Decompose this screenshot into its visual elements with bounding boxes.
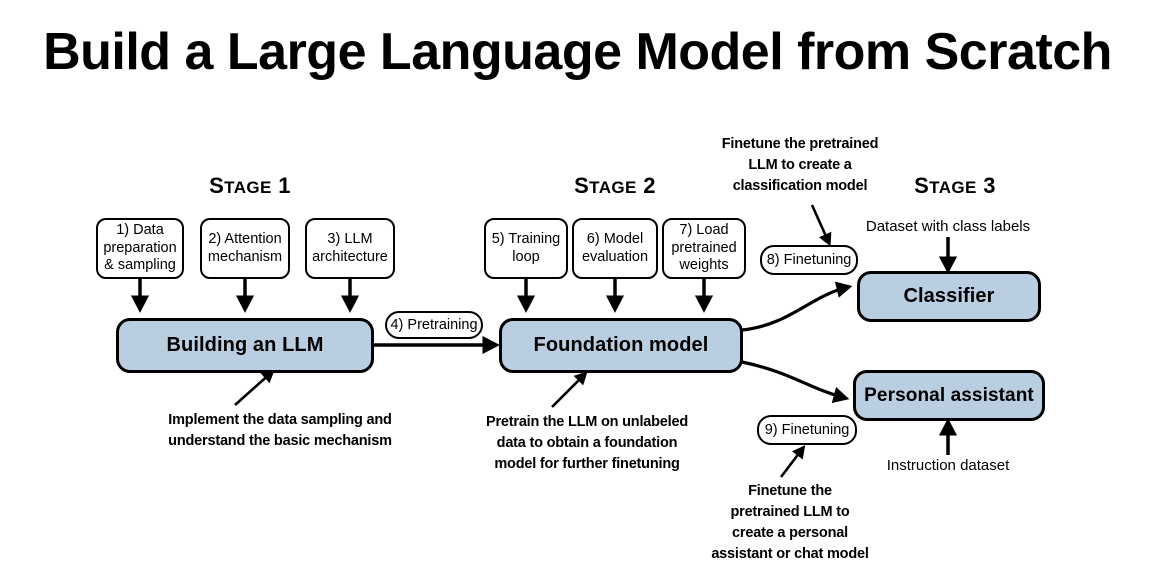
annotation-personal-assistant-line3: create a personal: [732, 525, 848, 542]
step-box-1-line1: 1) Data: [116, 222, 164, 239]
step-box-1-line3: & sampling: [104, 257, 176, 274]
stage-3-label: STAGE 3: [895, 173, 1015, 199]
annotation-classifier-line1: Finetune the pretrained: [721, 136, 879, 152]
blue-box-foundation-model-label: Foundation model: [533, 334, 709, 356]
annotation-classifier-line2: LLM to create a: [748, 157, 852, 174]
annotation-personal-assistant-line2: pretrained LLM to: [730, 504, 850, 521]
step-box-6-line2: evaluation: [581, 248, 649, 265]
stage-2-label-first: S: [574, 173, 590, 198]
arrow-annotation-to-finetuning-9: [779, 445, 806, 478]
stage-1-label-rest: TAGE: [224, 178, 272, 197]
blue-box-personal-assistant[interactable]: Personal assistant: [853, 370, 1045, 421]
step-box-1-text: 1) Data preparation & sampling: [103, 222, 176, 274]
step-box-3-line2: architecture: [312, 248, 388, 265]
step-box-7-text: 7) Load pretrained weights: [671, 222, 736, 274]
annotation-personal-assistant-line4: assistant or chat model: [711, 546, 869, 563]
step-box-7-load-pretrained-weights[interactable]: 7) Load pretrained weights: [662, 218, 746, 279]
step-box-2-text: 2) Attention mechanism: [208, 231, 282, 266]
arrow-annotation-to-foundation: [551, 371, 588, 408]
annotation-stage-2-line1: Pretrain the LLM on unlabeled: [485, 414, 689, 430]
step-box-6-line1: 6) Model: [586, 231, 644, 248]
annotation-stage-2: Pretrain the LLM on unlabeled data to ob…: [473, 412, 701, 475]
page-title: Build a Large Language Model from Scratc…: [43, 23, 1112, 81]
pill-8-finetuning-label: 8) Finetuning: [766, 252, 852, 268]
annotation-stage-1: Implement the data sampling and understa…: [155, 410, 405, 452]
blue-box-personal-assistant-label: Personal assistant: [864, 384, 1034, 406]
pill-4-pretraining[interactable]: 4) Pretraining: [385, 311, 483, 339]
step-box-1-line2: preparation: [103, 239, 177, 256]
caption-dataset-with-class-labels: Dataset with class labels: [865, 218, 1031, 235]
annotation-stage-2-line2: data to obtain a foundation: [496, 435, 678, 452]
step-box-2-attention-mechanism[interactable]: 2) Attention mechanism: [200, 218, 290, 279]
step-box-3-text: 3) LLM architecture: [312, 231, 388, 266]
arrow-foundation-to-assistant: [741, 360, 850, 404]
step-box-2-line2: mechanism: [207, 248, 283, 265]
arrow-annotation-to-finetuning-8: [810, 204, 832, 247]
step-box-5-training-loop[interactable]: 5) Training loop: [484, 218, 568, 279]
annotation-classifier: Finetune the pretrained LLM to create a …: [700, 134, 900, 197]
blue-box-foundation-model[interactable]: Foundation model: [499, 318, 743, 373]
step-box-2-line1: 2) Attention: [208, 231, 282, 248]
annotation-classifier-line3: classification model: [732, 178, 868, 195]
step-box-3-llm-architecture[interactable]: 3) LLM architecture: [305, 218, 395, 279]
stage-3-label-num: 3: [976, 173, 996, 198]
stage-1-label-num: 1: [271, 173, 291, 198]
pill-9-finetuning[interactable]: 9) Finetuning: [757, 415, 857, 445]
step-box-1-data-preparation[interactable]: 1) Data preparation & sampling: [96, 218, 184, 279]
caption-instruction-dataset: Instruction dataset: [886, 457, 1010, 474]
pill-4-pretraining-label: 4) Pretraining: [390, 317, 478, 333]
step-box-7-line1: 7) Load: [679, 222, 729, 239]
pill-8-finetuning[interactable]: 8) Finetuning: [760, 245, 858, 275]
annotation-personal-assistant: Finetune the pretrained LLM to create a …: [690, 481, 890, 565]
stage-1-label: STAGE 1: [190, 173, 310, 199]
stage-3-label-rest: TAGE: [929, 178, 977, 197]
step-box-5-text: 5) Training loop: [492, 231, 561, 266]
stage-2-label-rest: TAGE: [589, 178, 637, 197]
arrow-annotation-to-building: [234, 369, 275, 406]
step-box-5-line2: loop: [512, 248, 540, 265]
step-box-3-line1: 3) LLM: [327, 231, 373, 248]
stage-2-label-num: 2: [636, 173, 656, 198]
annotation-personal-assistant-line1: Finetune the: [748, 483, 832, 499]
stage-1-label-first: S: [209, 173, 225, 198]
step-box-7-line2: pretrained: [671, 239, 737, 256]
pill-9-finetuning-label: 9) Finetuning: [764, 422, 850, 438]
annotation-stage-1-line2: understand the basic mechanism: [168, 433, 392, 450]
stage-2-label: STAGE 2: [555, 173, 675, 199]
annotation-stage-1-line1: Implement the data sampling and: [168, 412, 392, 428]
step-box-7-line3: weights: [679, 257, 729, 274]
step-box-5-line1: 5) Training: [491, 231, 561, 248]
annotation-stage-2-line3: model for further finetuning: [494, 456, 680, 473]
step-box-6-text: 6) Model evaluation: [582, 231, 648, 266]
blue-box-building-an-llm-label: Building an LLM: [166, 334, 324, 356]
stage-3-label-first: S: [914, 173, 930, 198]
step-box-6-model-evaluation[interactable]: 6) Model evaluation: [572, 218, 658, 279]
blue-box-classifier[interactable]: Classifier: [857, 271, 1041, 322]
blue-box-classifier-label: Classifier: [903, 285, 995, 307]
blue-box-building-an-llm[interactable]: Building an LLM: [116, 318, 374, 373]
arrow-foundation-to-classifier: [741, 281, 853, 332]
